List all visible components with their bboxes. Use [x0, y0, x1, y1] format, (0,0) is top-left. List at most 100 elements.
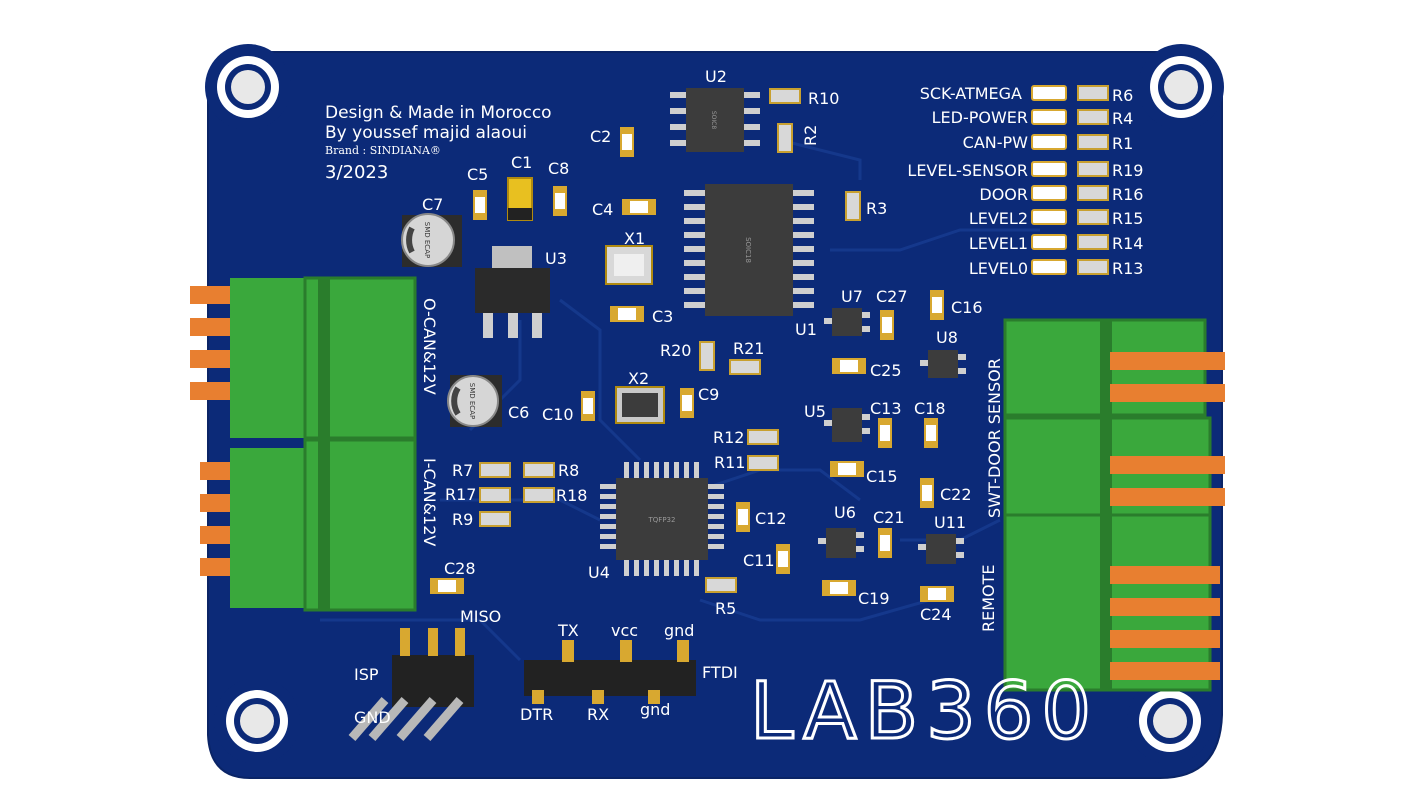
label-c19: C19: [858, 589, 890, 608]
label-r11: R11: [714, 453, 745, 472]
isp-header: [348, 628, 474, 741]
label-c5: C5: [467, 165, 488, 184]
label-gnd-bottom: gnd: [640, 700, 670, 719]
label-r16: R16: [1112, 185, 1143, 204]
label-r19: R19: [1112, 161, 1143, 180]
label-c21: C21: [873, 508, 905, 527]
smd-resistors: [479, 88, 861, 593]
terminal-block-swt-door: [1003, 318, 1225, 520]
label-c1: C1: [511, 153, 532, 172]
label-r5: R5: [715, 599, 736, 618]
label-r15: R15: [1112, 209, 1143, 228]
terminal-block-o-can: [190, 276, 417, 440]
ic-u4: TQFP32: [600, 462, 724, 576]
ic-u2: SOIC8: [670, 88, 760, 152]
label-u4: U4: [588, 563, 610, 582]
label-vcc: vcc: [611, 621, 638, 640]
label-x1: X1: [624, 229, 645, 248]
ic-u6: [818, 528, 864, 558]
label-rx: RX: [587, 705, 609, 724]
led-label-can-pw: CAN-PW: [963, 133, 1029, 152]
label-c6: C6: [508, 403, 529, 422]
ic-u8: [920, 350, 966, 378]
label-c15: C15: [866, 467, 898, 486]
label-tx: TX: [557, 621, 579, 640]
label-c18: C18: [914, 399, 946, 418]
cap-marking: SMD ECAP: [423, 222, 431, 258]
u1-marking: SOIC18: [744, 237, 752, 263]
label-miso: MISO: [460, 607, 501, 626]
copper-traces: [320, 138, 1040, 662]
label-c11: C11: [743, 551, 775, 570]
author-credit: By youssef majid alaoui: [325, 123, 527, 143]
design-credit: Design & Made in Morocco: [325, 103, 552, 123]
label-r1: R1: [1112, 134, 1133, 153]
capacitor-c7: SMD ECAP: [401, 213, 462, 267]
label-r6: R6: [1112, 86, 1133, 105]
label-c27: C27: [876, 287, 908, 306]
label-r17: R17: [445, 485, 476, 504]
terminal-block-remote: [1003, 513, 1220, 692]
label-c2: C2: [590, 127, 611, 146]
label-u7: U7: [841, 287, 863, 306]
ic-u5: [824, 408, 870, 442]
connector-label-o-can: O-CAN&12V: [420, 298, 439, 395]
label-dtr: DTR: [520, 705, 553, 724]
connector-label-swt-door: SWT-DOOR SENSOR: [985, 358, 1004, 518]
label-r20: R20: [660, 341, 691, 360]
label-c12: C12: [755, 509, 787, 528]
label-isp-gnd: GND: [354, 708, 391, 727]
led-label-level2: LEVEL2: [969, 209, 1028, 228]
label-c24: C24: [920, 605, 952, 624]
label-u2: U2: [705, 67, 727, 86]
cap-marking: SMD ECAP: [468, 383, 476, 419]
label-r21: R21: [733, 339, 764, 358]
component-labels: R10 R2 C2 C5 C8 C4 R3 C3 R20 R21 C27 C16…: [444, 89, 983, 624]
ic-u1: SOIC18: [684, 184, 814, 316]
brand-label: Brand : SINDIANA®: [325, 144, 441, 157]
label-r13: R13: [1112, 259, 1143, 278]
label-c3: C3: [652, 307, 673, 326]
label-r7: R7: [452, 461, 473, 480]
label-c13: C13: [870, 399, 902, 418]
led-label-led-power: LED-POWER: [932, 108, 1028, 127]
smd-capacitors-horizontal: [430, 199, 954, 602]
label-ftdi: FTDI: [702, 663, 738, 682]
ic-u11: [918, 534, 964, 564]
label-u11: U11: [934, 513, 966, 532]
mount-hole-top-left: [205, 44, 291, 130]
label-u5: U5: [804, 402, 826, 421]
label-r14: R14: [1112, 234, 1143, 253]
label-c28: C28: [444, 559, 476, 578]
smd-capacitors: [473, 127, 944, 574]
led-label-door: DOOR: [979, 185, 1028, 204]
terminal-block-i-can: [200, 438, 417, 612]
mount-hole-bottom-left: [214, 678, 300, 764]
u4-marking: TQFP32: [648, 516, 676, 524]
label-c8: C8: [548, 159, 569, 178]
label-gnd-top: gnd: [664, 621, 694, 640]
label-u1: U1: [795, 320, 817, 339]
label-r18: R18: [556, 486, 587, 505]
label-r3: R3: [866, 199, 887, 218]
crystal-x2: [615, 386, 665, 424]
mount-hole-top-right: [1138, 44, 1224, 130]
capacitor-c6: SMD ECAP: [447, 375, 502, 427]
label-r8: R8: [558, 461, 579, 480]
label-r10: R10: [808, 89, 839, 108]
label-c22: C22: [940, 485, 972, 504]
led-label-level-sensor: LEVEL-SENSOR: [907, 161, 1028, 180]
label-c16: C16: [951, 298, 983, 317]
crystal-x1: [605, 245, 653, 285]
connector-label-i-can: I-CAN&12V: [420, 458, 439, 546]
label-r12: R12: [713, 428, 744, 447]
ic-u7: [824, 308, 870, 336]
capacitor-c1: [507, 177, 533, 221]
label-c4: C4: [592, 200, 613, 219]
label-c10: C10: [542, 405, 574, 424]
u2-marking: SOIC8: [710, 111, 717, 129]
label-c7: C7: [422, 195, 443, 214]
label-x2: X2: [628, 369, 649, 388]
regulator-u3: [475, 246, 550, 338]
